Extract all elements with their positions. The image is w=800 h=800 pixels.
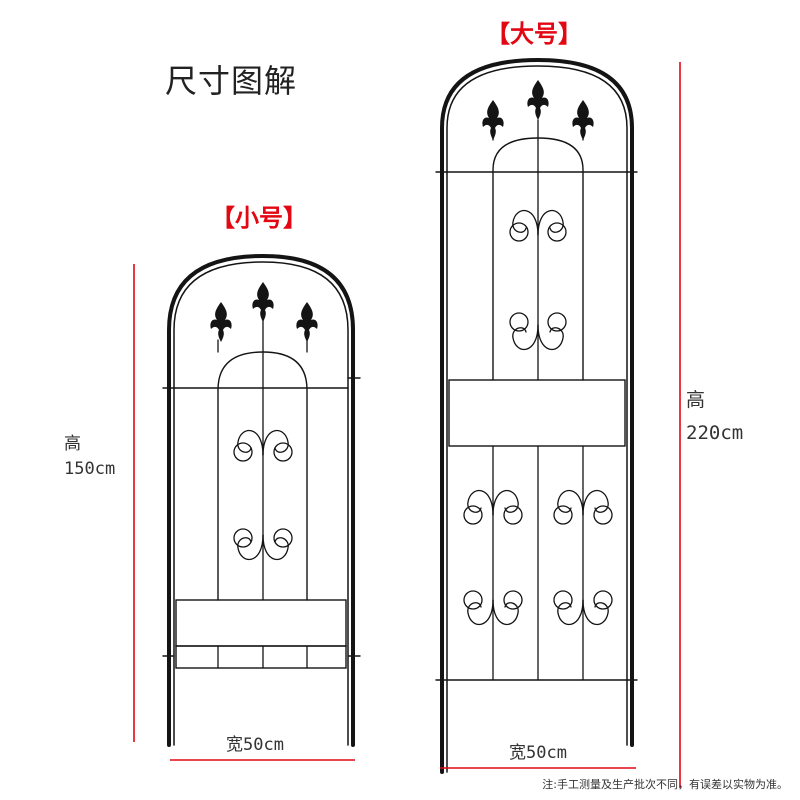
- small-width-label: 宽50cm: [226, 735, 284, 755]
- scroll-ornament-icon: [233, 429, 293, 561]
- small-size-tag: 【小号】: [211, 204, 307, 232]
- small-height-label: 高: [64, 434, 81, 454]
- fleur-de-lis-finial-icon: [210, 302, 232, 342]
- large-width-label: 宽50cm: [509, 743, 567, 763]
- fleur-de-lis-finial-icon: [252, 282, 274, 322]
- large-height-value: 220cm: [686, 422, 744, 444]
- scroll-ornament-icon: [463, 489, 523, 626]
- fleur-de-lis-finial-icon: [572, 100, 594, 140]
- fleur-de-lis-finial-icon: [296, 302, 318, 342]
- large-size-tag: 【大号】: [486, 20, 582, 48]
- dimension-lines: [133, 62, 681, 788]
- measurement-note: 注:手工测量及生产批次不同，有误差以实物为准。: [542, 778, 788, 791]
- scroll-ornament-icon: [553, 489, 613, 626]
- page-title: 尺寸图解: [165, 62, 298, 100]
- large-height-label: 高: [686, 389, 706, 411]
- large-trellis: [435, 57, 638, 774]
- scroll-ornament-icon: [509, 209, 567, 351]
- fleur-de-lis-finial-icon: [482, 100, 504, 140]
- small-height-value: 150cm: [64, 459, 116, 479]
- fleur-de-lis-finial-icon: [527, 80, 549, 120]
- small-trellis: [162, 253, 361, 747]
